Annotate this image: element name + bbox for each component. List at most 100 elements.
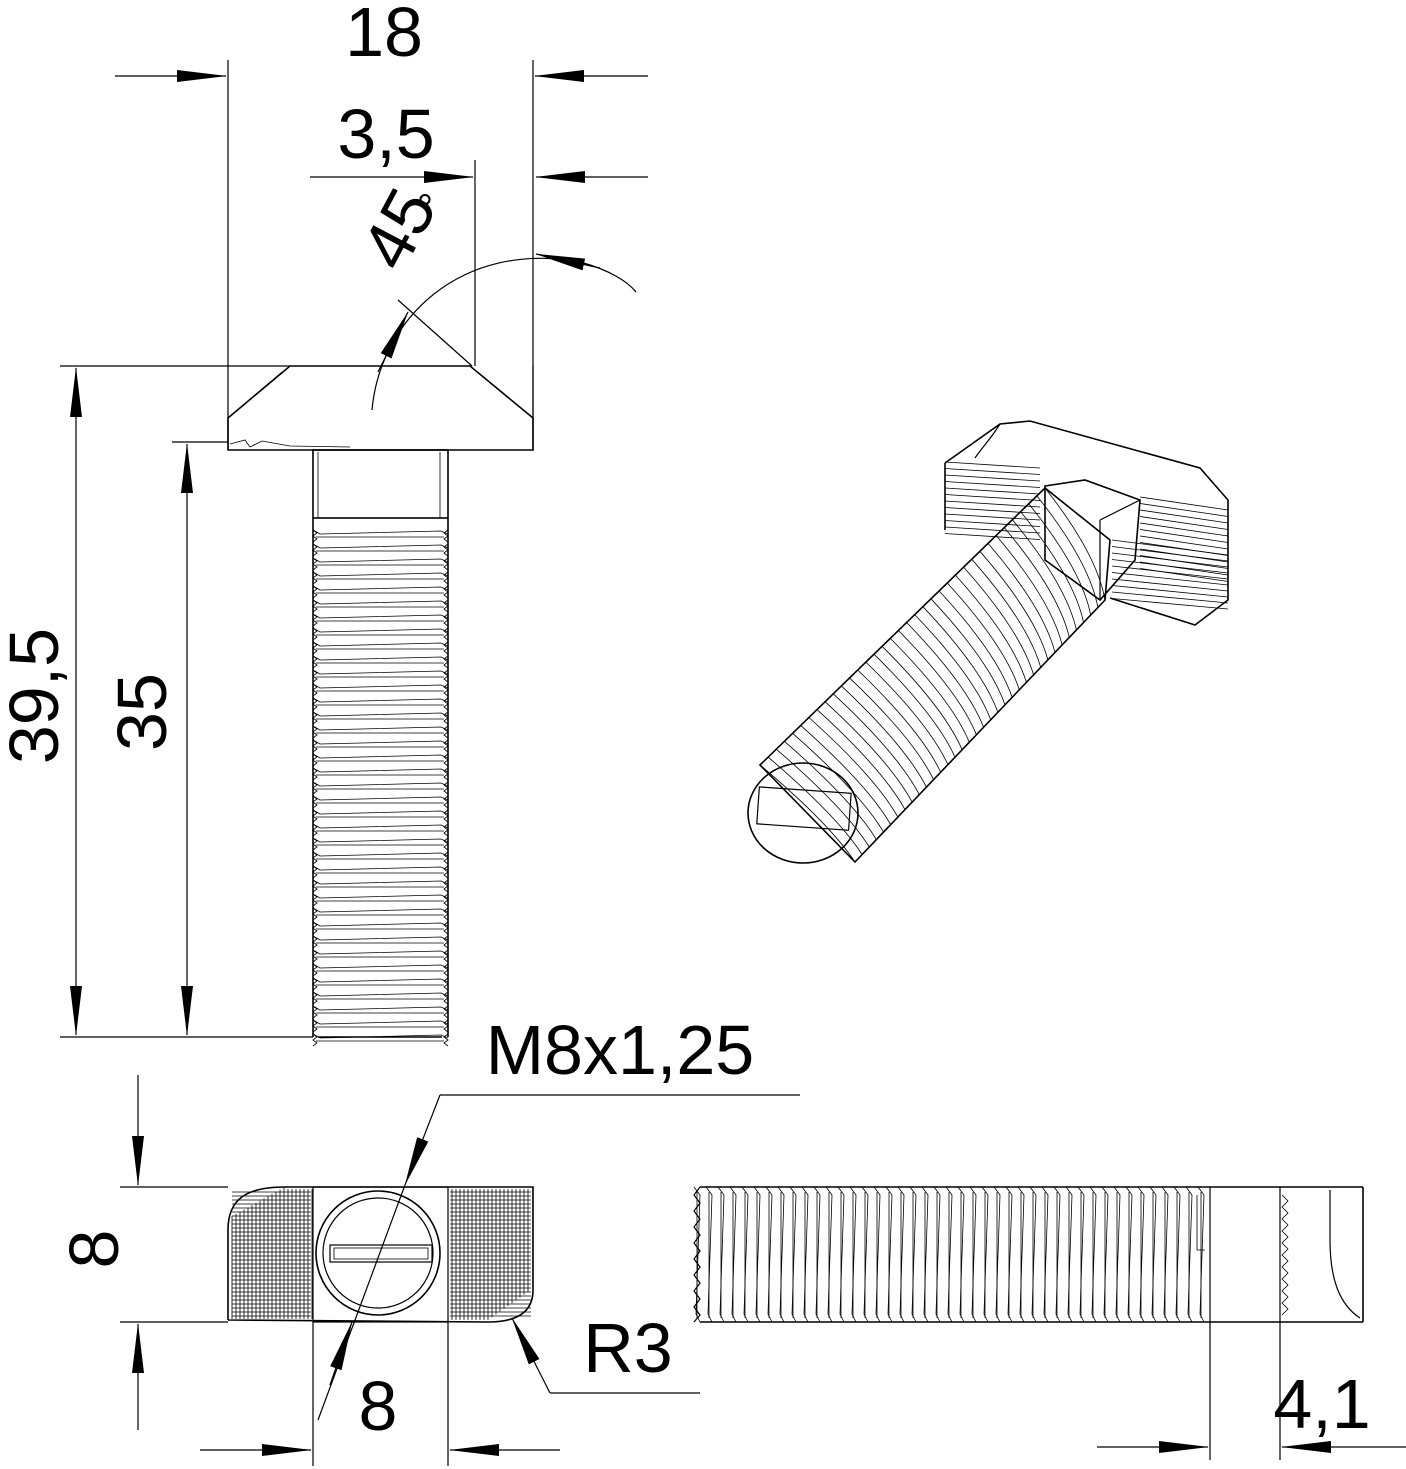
drawing-line xyxy=(1139,509,1229,524)
drawing-line xyxy=(1111,565,1229,580)
drawing-line xyxy=(993,1186,1001,1323)
drawing-line xyxy=(312,725,449,731)
drawing-line xyxy=(1111,591,1229,604)
drawing-line xyxy=(312,823,449,829)
drawing-line xyxy=(944,474,1041,482)
drawing-line xyxy=(938,590,1013,698)
shaft-threads xyxy=(759,487,1106,863)
drawing-line xyxy=(944,500,1041,508)
drawing-line xyxy=(312,599,449,605)
dim-3-5-label: 3,5 xyxy=(337,95,434,173)
drawing-line xyxy=(957,1186,965,1323)
drawing-line xyxy=(717,1186,725,1323)
drawing-line xyxy=(947,582,1020,690)
drawing-line xyxy=(824,701,913,803)
drawing-line xyxy=(1139,535,1229,550)
dimension-angle: 45 ° xyxy=(346,176,637,411)
drawing-line xyxy=(741,1186,749,1323)
drawing-line xyxy=(443,1033,449,1047)
head-hatch xyxy=(231,1187,531,1320)
drawing-line xyxy=(885,1186,893,1323)
drawing-line xyxy=(944,526,1041,534)
drawing-line xyxy=(312,921,449,927)
drawing-line xyxy=(1161,1186,1169,1323)
head-serrations xyxy=(944,461,1229,610)
drawing-line xyxy=(881,646,963,750)
drawing-line xyxy=(312,711,449,717)
drawing-line xyxy=(1111,578,1229,592)
dim-8-horizontal-label: 8 xyxy=(359,1367,398,1445)
drawing-line xyxy=(1139,522,1229,537)
drawing-line xyxy=(1111,552,1229,568)
drawing-line xyxy=(861,1186,869,1323)
drawing-line xyxy=(921,1186,929,1323)
dimension-head-thickness: 4,1 xyxy=(1097,1322,1406,1460)
thread-lines xyxy=(312,529,449,1047)
drawing-line xyxy=(1020,511,1084,623)
drawing-line xyxy=(1113,1186,1121,1323)
drawing-line xyxy=(979,551,1049,661)
drawing-line xyxy=(800,725,892,825)
dimension-head-height: 8 xyxy=(55,1075,228,1430)
drawing-line xyxy=(955,574,1027,683)
drawing-line xyxy=(1139,496,1229,511)
drawing-line xyxy=(1089,1186,1097,1323)
drawing-line xyxy=(312,879,449,885)
drawing-line xyxy=(312,571,449,577)
drawing-line xyxy=(1137,1186,1145,1323)
thread-label: M8x1,25 xyxy=(486,1011,754,1089)
drawing-line xyxy=(944,533,1041,540)
drawing-line xyxy=(930,598,1006,705)
drawing-line xyxy=(922,606,999,713)
drawing-line xyxy=(312,655,449,661)
drawing-line xyxy=(944,487,1041,495)
dim-4-1-label: 4,1 xyxy=(1273,1365,1370,1443)
dim-39-5-label: 39,5 xyxy=(0,628,73,764)
drawing-line xyxy=(1111,539,1229,556)
drawing-line xyxy=(1173,1186,1181,1323)
drawing-line xyxy=(312,851,449,857)
drawing-line xyxy=(971,558,1042,668)
drawing-line xyxy=(1005,1186,1013,1323)
drawing-line xyxy=(1125,1186,1133,1323)
drawing-line xyxy=(1077,1186,1085,1323)
drawing-line xyxy=(1036,495,1099,608)
drawing-line xyxy=(1149,1186,1157,1323)
drawing-line xyxy=(312,669,449,675)
drawing-line xyxy=(944,494,1041,501)
drawing-line xyxy=(969,1186,977,1323)
drawing-line xyxy=(753,1186,761,1323)
bottom-view xyxy=(227,1186,534,1323)
drawing-line xyxy=(767,756,863,855)
drawing-line xyxy=(312,991,449,997)
drawing-line xyxy=(898,630,977,735)
drawing-line xyxy=(312,697,449,703)
drawing-line xyxy=(792,732,884,833)
drawing-line xyxy=(759,764,856,863)
drawing-line xyxy=(813,1186,821,1323)
drawing-line xyxy=(312,683,449,689)
drawing-line xyxy=(933,1186,941,1323)
drawing-line xyxy=(1017,1186,1025,1323)
drawing-line xyxy=(312,529,449,535)
drawing-line xyxy=(1101,1186,1109,1323)
drawing-line xyxy=(312,585,449,591)
drawing-line xyxy=(841,685,927,788)
drawing-line xyxy=(981,1186,989,1323)
drawing-line xyxy=(765,1186,773,1323)
drawing-line xyxy=(1012,519,1077,630)
drawing-line xyxy=(312,627,449,633)
dimension-offset: 3,5 xyxy=(310,95,648,366)
drawing-line xyxy=(963,566,1034,676)
drawing-line xyxy=(1041,1186,1049,1323)
drawing-line xyxy=(312,1019,449,1025)
drawing-line xyxy=(906,622,984,728)
drawing-line xyxy=(312,1005,449,1011)
drawing-line xyxy=(777,1186,785,1323)
drawing-line xyxy=(1111,546,1229,562)
drawing-line xyxy=(801,1186,809,1323)
drawing-line xyxy=(1065,1186,1073,1323)
drawing-line xyxy=(849,677,934,780)
drawing-line xyxy=(1185,1186,1193,1323)
